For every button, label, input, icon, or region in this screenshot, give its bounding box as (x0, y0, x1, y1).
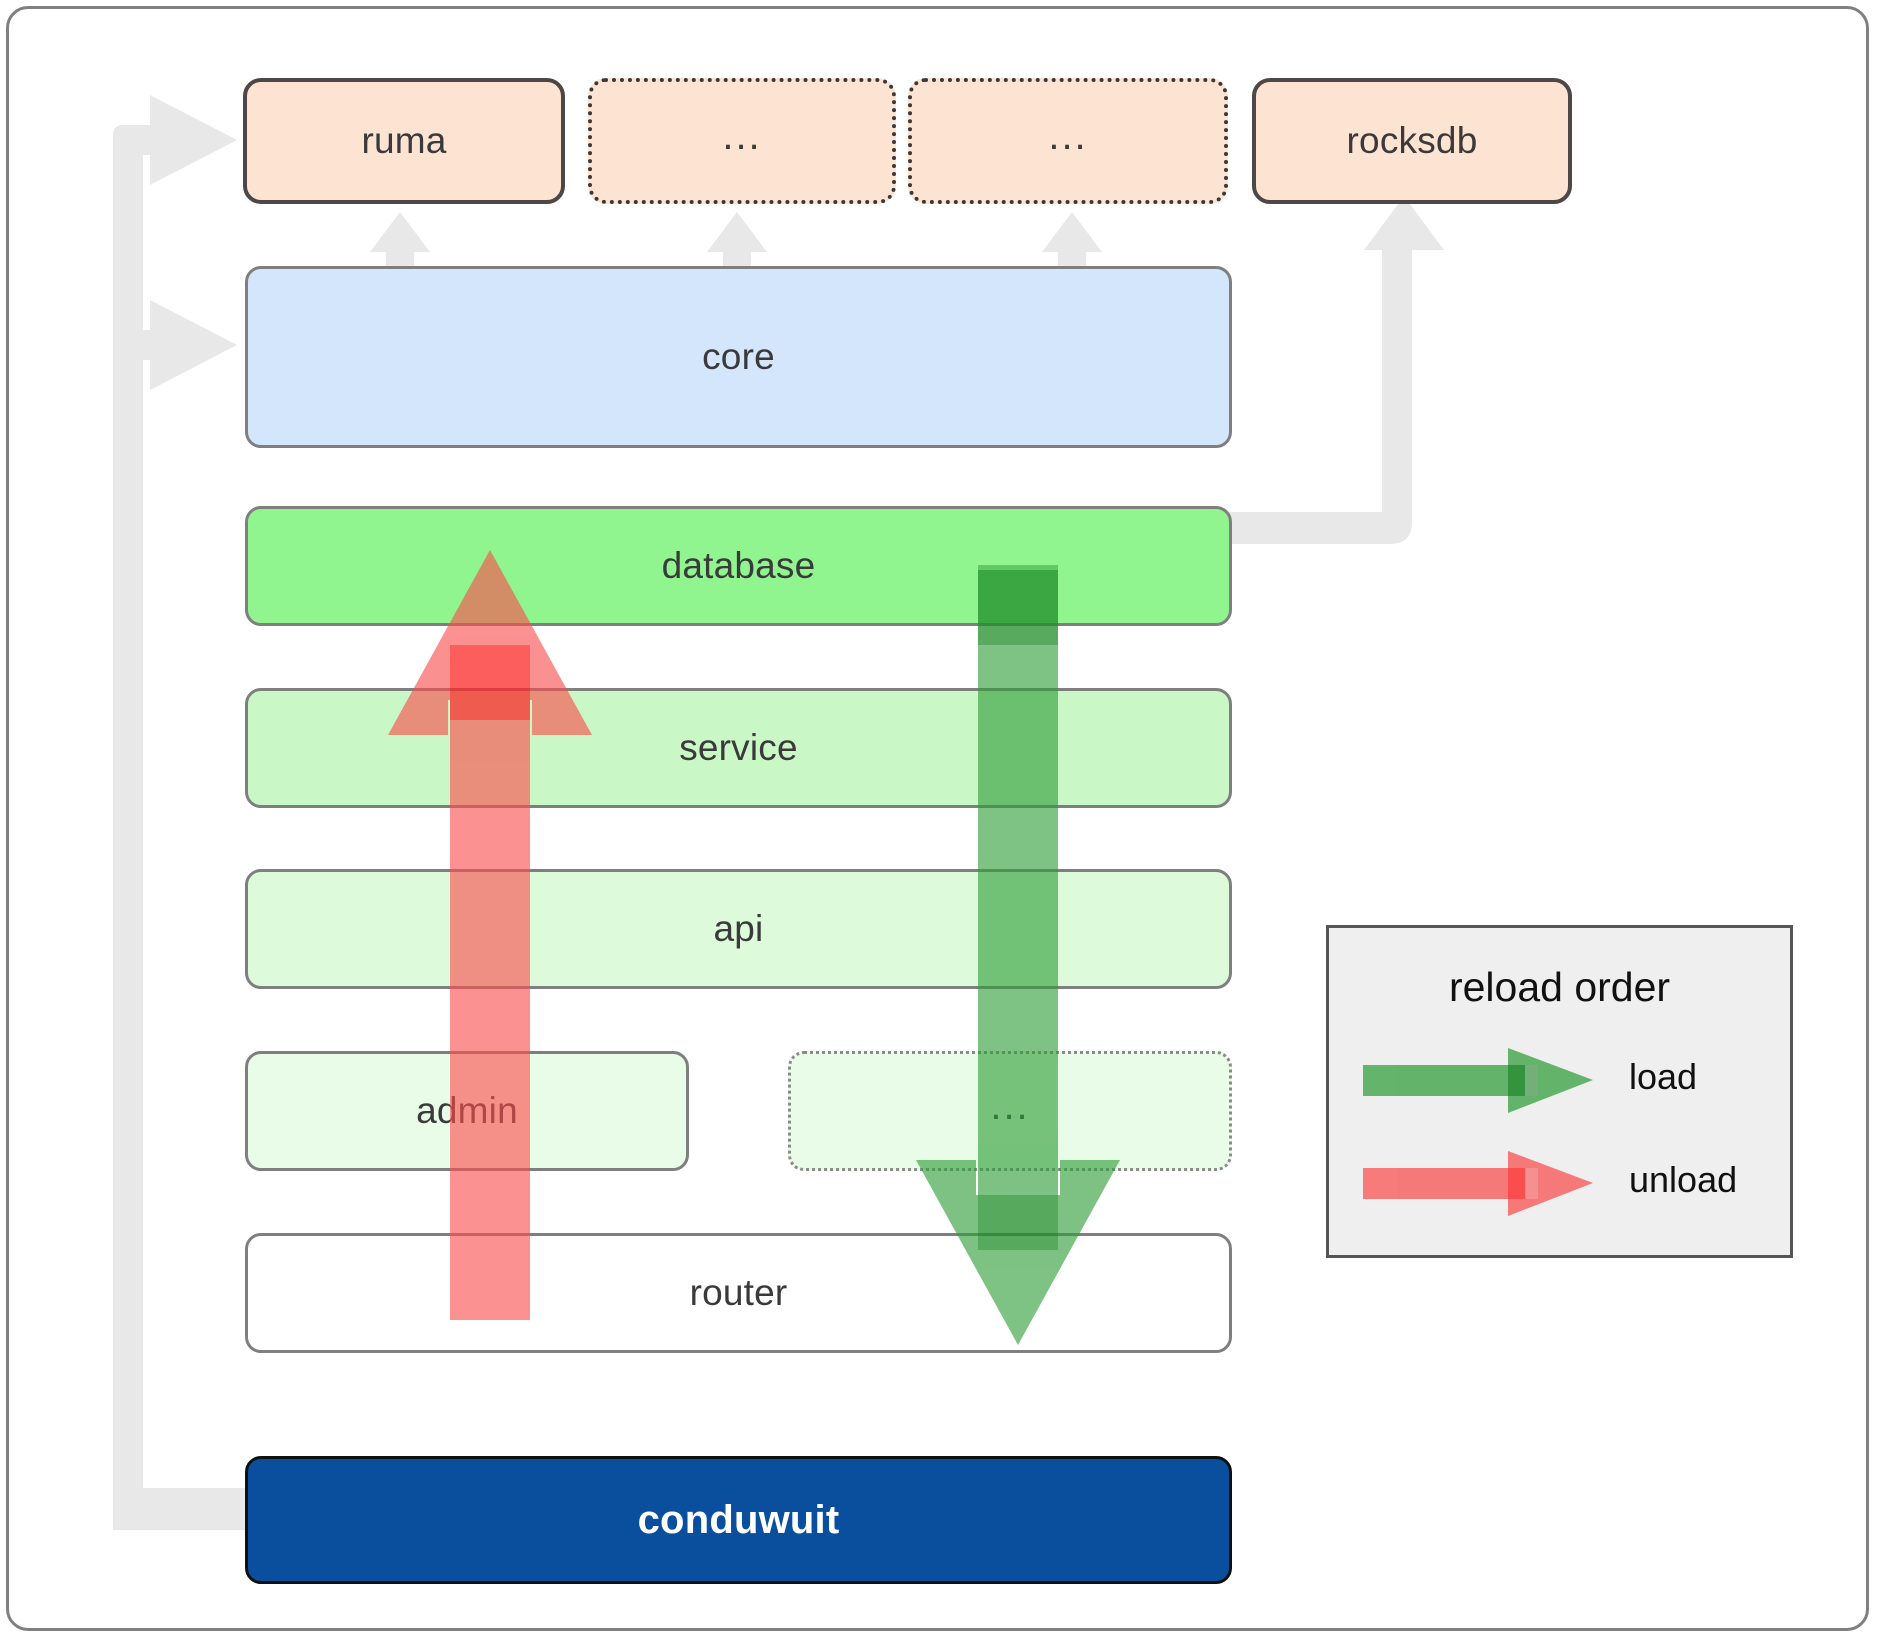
crate-label: ... (990, 1084, 1030, 1128)
legend-load-label: load (1629, 1056, 1698, 1097)
dependency-label: rocksdb (1346, 120, 1478, 161)
legend-load-arrow-icon (1363, 1048, 1593, 1113)
crate-box-service[interactable]: service (245, 688, 1232, 808)
dependency-label: ... (1048, 114, 1088, 158)
dependency-box-ruma[interactable]: ruma (243, 78, 565, 204)
root-label: conduwuit (637, 1497, 840, 1542)
crate-label: database (661, 545, 816, 586)
crate-label: service (679, 727, 798, 768)
dependency-label: ruma (361, 120, 447, 161)
dependency-box-rocksdb[interactable]: rocksdb (1252, 78, 1572, 204)
crate-box-conduwuit[interactable]: conduwuit (245, 1456, 1232, 1584)
crate-label: admin (416, 1090, 518, 1131)
legend-unload-arrow-icon (1363, 1151, 1593, 1216)
crate-label: router (689, 1272, 788, 1313)
crate-box-core[interactable]: core (245, 266, 1232, 448)
dependency-label: ... (722, 114, 762, 158)
crate-label: api (713, 908, 764, 949)
legend-panel: reload order load unload (1326, 925, 1793, 1258)
diagram-frame (6, 6, 1869, 1631)
crate-label: core (702, 336, 775, 377)
crate-box-api[interactable]: api (245, 869, 1232, 989)
legend-title: reload order (1448, 964, 1671, 1010)
dependency-box-ellipsis-1[interactable]: ... (588, 78, 896, 204)
crate-box-admin[interactable]: admin (245, 1051, 689, 1171)
dependency-box-ellipsis-2[interactable]: ... (908, 78, 1228, 204)
crate-box-ellipsis-3[interactable]: ... (788, 1051, 1232, 1171)
crate-box-database[interactable]: database (245, 506, 1232, 626)
crate-box-router[interactable]: router (245, 1233, 1232, 1353)
legend-unload-label: unload (1629, 1159, 1738, 1200)
